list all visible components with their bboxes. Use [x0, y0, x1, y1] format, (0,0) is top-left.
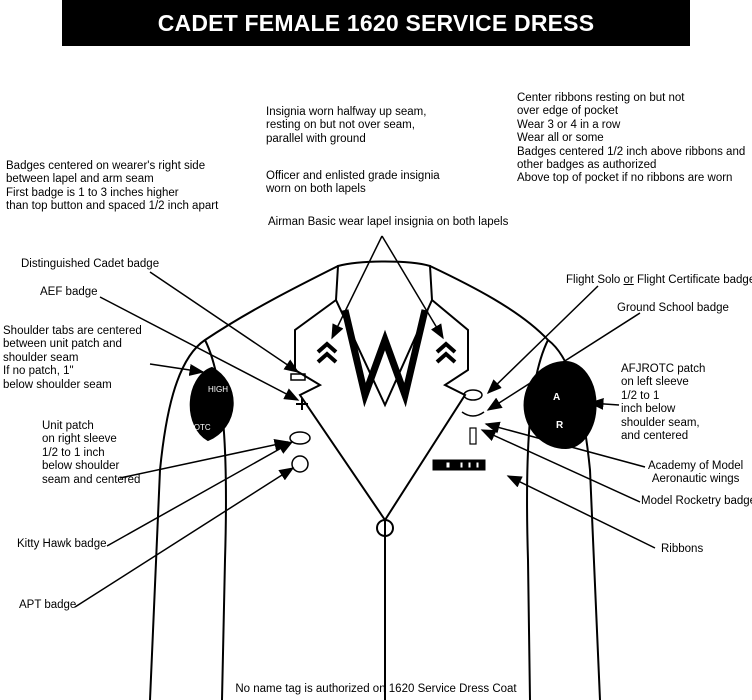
right-sleeve-seam: [204, 339, 227, 700]
flight-certificate-text: Flight Certificate badge: [633, 274, 752, 286]
apt-badge: [291, 455, 309, 473]
label-ground-school: Ground School badge: [617, 302, 729, 314]
svg-text:R: R: [556, 420, 564, 431]
flight-solo-or: or: [623, 274, 634, 286]
label-unit-patch: Unit patch on right sleeve 1/2 to 1 inch…: [42, 420, 141, 486]
flight-solo-text: Flight Solo: [566, 274, 624, 286]
flight-solo-badge: [463, 389, 483, 401]
afjrotc-patch: [523, 360, 597, 450]
label-kitty-hawk: Kitty Hawk badge: [17, 538, 107, 550]
kitty-hawk-badge: [289, 431, 311, 445]
label-apt: APT badge: [19, 599, 77, 611]
note-insignia-seam: Insignia worn halfway up seam, resting o…: [266, 106, 427, 145]
label-academy-wings: Academy of Model Aeronautic wings: [648, 460, 744, 486]
leader-arrows: [74, 235, 656, 608]
unit-patch-text: HIGH: [208, 385, 228, 394]
note-ribbons-center: Center ribbons resting on but not over e…: [517, 92, 746, 185]
note-badges-right-side: Badges centered on wearer's right side b…: [6, 160, 219, 213]
unit-patch: [189, 366, 234, 442]
label-shoulder-tabs: Shoulder tabs are centered between unit …: [3, 325, 142, 391]
label-model-rocketry: Model Rocketry badge: [641, 495, 752, 507]
left-lapel: [294, 299, 469, 521]
label-flight-solo: Flight Solo or Flight Certificate badge: [566, 274, 752, 287]
ground-school-badge: [461, 411, 485, 417]
w-insignia: [341, 309, 429, 408]
page-title: CADET FEMALE 1620 SERVICE DRESS: [62, 0, 690, 46]
svg-text:ROTC: ROTC: [188, 423, 211, 432]
aef-badge: [296, 398, 308, 410]
label-afjrotc-patch: AFJROTC patch on left sleeve 1/2 to 1 in…: [621, 363, 706, 443]
footer-note: No name tag is authorized on 1620 Servic…: [235, 683, 517, 695]
chevron-left: [435, 341, 457, 364]
note-grade-insignia: Officer and enlisted grade insignia worn…: [266, 170, 440, 196]
label-distinguished-cadet: Distinguished Cadet badge: [21, 258, 160, 270]
svg-text:A: A: [553, 392, 560, 403]
button: [376, 519, 394, 537]
distinguished-cadet-badge: [290, 373, 306, 381]
note-airman-basic: Airman Basic wear lapel insignia on both…: [268, 216, 509, 228]
ribbons-rack: [432, 459, 486, 471]
model-rocketry-badge: [469, 427, 477, 445]
label-aef: AEF badge: [40, 286, 98, 298]
label-ribbons: Ribbons: [661, 543, 704, 555]
jacket-outline: [149, 265, 601, 700]
chevron-right: [316, 341, 338, 364]
